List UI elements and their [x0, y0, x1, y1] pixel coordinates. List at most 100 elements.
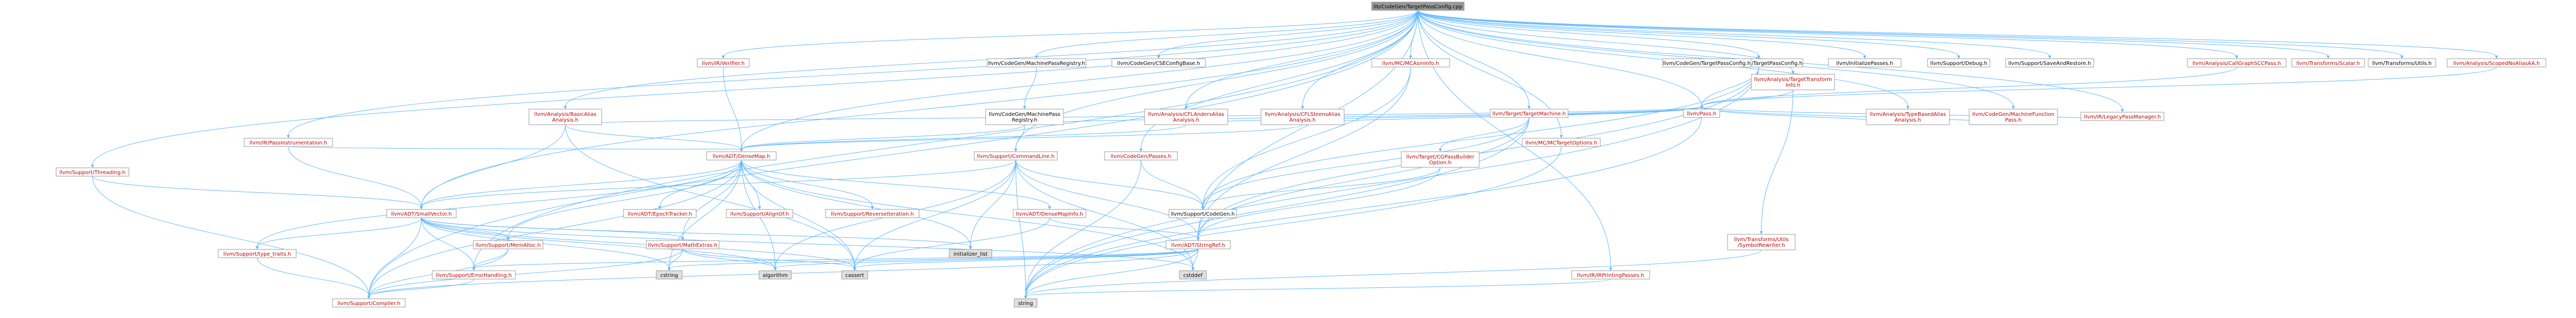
edge-smallvector_h-to-algorithm	[421, 217, 776, 269]
node-box	[987, 58, 1086, 68]
edge-stringref_h-to-errhandling_h	[473, 248, 1199, 269]
edge-arrowhead	[507, 237, 510, 241]
node-mcasmhints_h[interactable]: llvm/MC/MCAsmInfo.h	[1371, 58, 1450, 68]
node-label: llvm/Pass.h	[1687, 111, 1716, 117]
edge-cg_tpc_h-to-supcodegen_h	[1202, 67, 1759, 207]
edge-cflsteens_h-to-densemap_h	[741, 124, 1303, 150]
node-verifier_h[interactable]: llvm/IR/Verifier.h	[697, 58, 750, 68]
edge-smallvector_h-to-init_list	[421, 217, 971, 247]
edge-smallvector_h-to-cassert	[421, 217, 855, 269]
node-cg_pass_reg_h[interactable]: llvm/CodeGen/MachinePassRegistry.h	[987, 58, 1086, 68]
node-tgtmachine_h[interactable]: llvm/Target/TargetMachine.h	[1490, 109, 1569, 118]
edge-mathextras_h-to-cstring	[669, 248, 683, 269]
node-callgraphscc_h[interactable]: llvm/Analysis/CallGraphSCCPass.h	[2187, 58, 2287, 68]
node-box	[985, 109, 1064, 125]
node-threading_h[interactable]: llvm/Support/Threading.h	[56, 167, 129, 177]
node-box	[1866, 109, 1950, 125]
node-cg_csecfg_h[interactable]: llvm/CodeGen/CSEConfigBase.h	[1111, 58, 1206, 68]
edge-mctgtopts_h-to-string	[1025, 146, 1562, 297]
node-scalar_h[interactable]: llvm/Transforms/Scalar.h	[2291, 58, 2365, 68]
edge-arrowhead	[969, 246, 972, 249]
node-label: llvm/CodeGen/MachineFunction	[1972, 112, 2054, 117]
node-irprintpasses_h[interactable]: llvm/IR/IRPrintingPasses.h	[1571, 270, 1650, 280]
edge-arrowhead	[1201, 206, 1204, 209]
node-cmdline_h[interactable]: llvm/Support/CommandLine.h	[974, 151, 1058, 161]
edge-smallvector_h-to-typetraits_h	[257, 217, 422, 247]
node-label: Info.h	[1786, 83, 1800, 88]
node-supcodegen_h[interactable]: llvm/Support/CodeGen.h	[1169, 209, 1237, 218]
edge-tgtxform_h-to-symrewriter_h	[1761, 89, 1794, 232]
edge-arrowhead	[1791, 71, 1795, 74]
node-stringref_h[interactable]: llvm/ADT/StringRef.h	[1165, 240, 1231, 249]
node-debug_h[interactable]: llvm/Support/Debug.h	[1927, 58, 1990, 68]
node-mathextras_h[interactable]: llvm/Support/MathExtras.h	[646, 240, 720, 249]
node-label: llvm/Target/CGPassBuilder	[1406, 154, 1475, 160]
node-densemap_h[interactable]: llvm/ADT/DenseMap.h	[706, 151, 777, 161]
node-box	[1662, 58, 1751, 68]
edge-stringref_h-to-cstring	[669, 248, 1199, 269]
node-scopednoalias_h[interactable]: llvm/Analysis/ScopedNoAliasAA.h	[2447, 58, 2546, 68]
edge-callgraphscc_h-to-pass_h	[1701, 67, 2237, 107]
edge-cflanders_h-to-densemap_h	[741, 124, 1187, 150]
node-label: llvm/Analysis/CFLSteensAlias	[1265, 112, 1340, 117]
node-epochtracker_h[interactable]: llvm/ADT/EpochTracker.h	[623, 209, 697, 218]
node-label: llvm/IR/Verifier.h	[702, 61, 745, 67]
node-box	[1969, 109, 2058, 125]
node-reverseiter_h[interactable]: llvm/Support/ReverseIteration.h	[825, 209, 920, 218]
node-errhandling_h[interactable]: llvm/Support/ErrorHandling.h	[432, 270, 516, 280]
edge-arrowhead	[1760, 231, 1763, 234]
node-memalloc_h[interactable]: llvm/Support/MemAlloc.h	[473, 240, 543, 249]
node-xformutils_h[interactable]: llvm/Transforms/Utils.h	[2368, 58, 2436, 68]
node-densemapinfo_h[interactable]: llvm/ADT/DenseMapInfo.h	[1013, 209, 1086, 218]
node-cstddef: cstddef	[1179, 270, 1207, 280]
node-legacypm_h[interactable]: llvm/IR/LegacyPassManager.h	[2080, 112, 2165, 121]
node-label: llvm/ADT/DenseMapInfo.h	[1016, 211, 1083, 217]
node-label: Analysis.h	[1290, 117, 1316, 123]
node-passinstr_h[interactable]: llvm/IR/PassInstrumentation.h	[244, 138, 333, 147]
edge-stringref_h-to-string	[1025, 248, 1199, 297]
node-label: llvm/Support/CodeGen.h	[1171, 211, 1235, 217]
node-initpasses_h[interactable]: llvm/InitializePasses.h	[1828, 58, 1902, 68]
node-box	[1013, 209, 1086, 218]
edge-arrowhead	[1700, 106, 1703, 109]
edge-cgmpreg_h-to-densemap_h	[741, 124, 1025, 150]
node-pass_h[interactable]: llvm/Pass.h	[1683, 109, 1720, 118]
edge-arrowhead	[472, 268, 475, 271]
node-cgpasses_h[interactable]: llvm/CodeGen/Passes.h	[1104, 151, 1178, 161]
edge-densemap_h-to-reverseiter_h	[741, 160, 873, 207]
node-box	[1371, 2, 1465, 11]
node-box	[1490, 109, 1569, 118]
node-cgmpreg_h[interactable]: llvm/CodeGen/MachinePassRegistry.h	[985, 109, 1064, 125]
edge-arrowhead	[2235, 56, 2238, 59]
node-label: llvm/Support/AlignOf.h	[731, 211, 789, 217]
node-saverestore_h[interactable]: llvm/Support/SaveAndRestore.h	[2005, 58, 2094, 68]
edge-densemap_h-to-epochtracker_h	[659, 160, 742, 207]
node-label: /SymbolRewriter.h	[1737, 243, 1785, 248]
edge-basicaa_h-to-pass_h	[565, 106, 1702, 125]
edge-arrowhead	[1528, 106, 1531, 109]
node-root[interactable]: lib/CodeGen/TargetPassConfig.cpp	[1371, 2, 1465, 11]
node-box	[1828, 58, 1902, 68]
edge-arrowhead	[564, 106, 567, 109]
node-box	[1751, 74, 1835, 90]
node-compiler_h[interactable]: llvm/Support/Compiler.h	[332, 298, 406, 308]
node-string: string	[1014, 298, 1038, 308]
node-label: algorithm	[763, 273, 788, 279]
node-label: llvm/Support/ErrorHandling.h	[436, 273, 512, 279]
node-typetraits_h[interactable]: llvm/Support/type_traits.h	[218, 249, 297, 258]
node-label: llvm/Support/CommandLine.h	[977, 154, 1054, 160]
node-alignof_h[interactable]: llvm/Support/AlignOf.h	[726, 209, 793, 218]
edge-basicaa_h-to-densemap_h	[565, 124, 742, 150]
node-symrewriter_h[interactable]: llvm/Transforms/Utils/SymbolRewriter.h	[1727, 234, 1796, 250]
node-smallvector_h[interactable]: llvm/ADT/SmallVector.h	[386, 209, 457, 218]
node-mctgtopts_h[interactable]: llvm/MC/MCTargetOptions.h	[1522, 138, 1601, 147]
node-cassert: cassert	[841, 270, 868, 280]
node-cg_tpc2_h[interactable]: llvm/CodeGen/TargetPassConfig.h	[1662, 58, 1751, 68]
